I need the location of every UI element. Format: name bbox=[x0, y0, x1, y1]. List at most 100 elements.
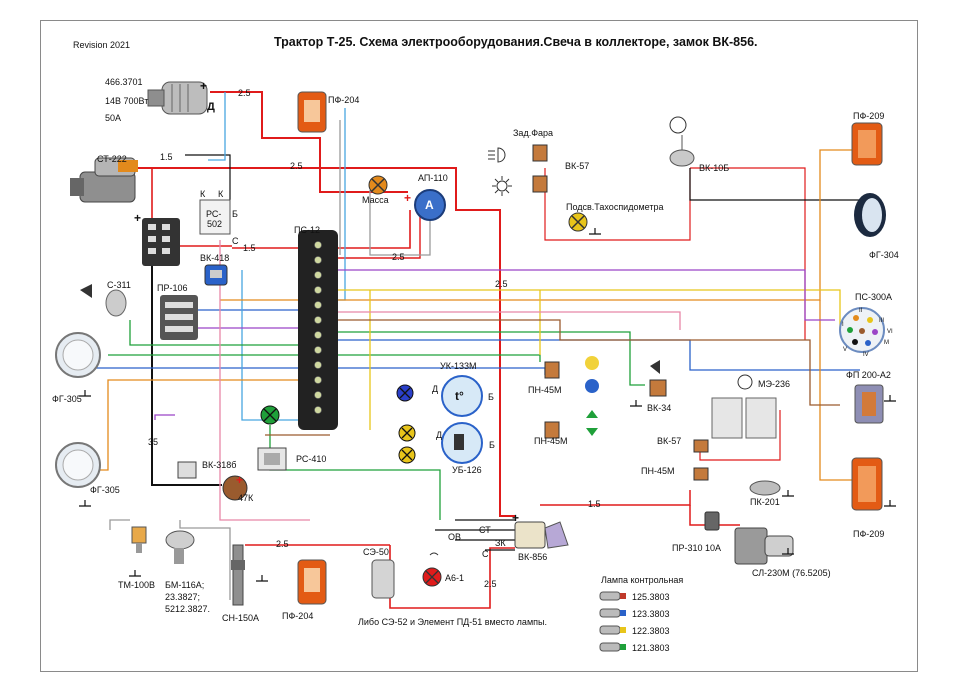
gauge2-b: Б bbox=[489, 440, 495, 450]
pf204-top-lamp bbox=[297, 91, 327, 133]
wire-red-vk856-out bbox=[540, 490, 691, 506]
s311-label: С-311 bbox=[107, 280, 131, 290]
lamp-legend-item: 123.3803 bbox=[632, 609, 670, 619]
uk133m-label: УК-133М bbox=[440, 361, 477, 371]
vk856-c-term: С bbox=[482, 549, 489, 559]
pf204-bottom-lamp bbox=[297, 559, 327, 605]
wire-lb-3 bbox=[241, 270, 300, 421]
gauge1-d: Д bbox=[432, 384, 439, 394]
wire-lb-1 bbox=[208, 92, 226, 161]
ub126-label: УБ-126 bbox=[452, 465, 482, 475]
massa-lamp bbox=[368, 175, 388, 195]
ps300-ii: II bbox=[859, 308, 863, 314]
gauge2-d: Д bbox=[436, 430, 443, 440]
pn45m-3-label: ПН-45М bbox=[641, 466, 675, 476]
rs502-box bbox=[199, 199, 231, 235]
temp-gauge bbox=[441, 375, 483, 417]
pf209-top-lamp bbox=[851, 122, 883, 166]
wire-orange-1 bbox=[98, 379, 330, 471]
vk856-ov-term: ОВ bbox=[448, 532, 462, 542]
rs502-label-num: 502 bbox=[207, 219, 223, 229]
fan-motors bbox=[711, 374, 777, 439]
wire-red-rs502 bbox=[232, 210, 411, 249]
fp200-label: ФП 200-А2 bbox=[846, 370, 891, 380]
wire-red-right bbox=[690, 167, 806, 340]
k47-label: 47К bbox=[238, 493, 254, 503]
wire-pink-1 bbox=[219, 240, 310, 521]
headlight-bottom bbox=[55, 442, 101, 488]
wire-gray-2 bbox=[369, 190, 431, 256]
ps300-iii: III bbox=[879, 318, 885, 324]
ps12-label: ПС-12 bbox=[294, 225, 320, 235]
rs502-label: РС- bbox=[206, 209, 222, 219]
battery-plus: + bbox=[134, 211, 142, 225]
temp-t-symbol: t° bbox=[455, 389, 464, 403]
revision-label: Revision 2021 bbox=[73, 40, 131, 50]
ps12-block bbox=[298, 230, 338, 430]
pk201-label: ПК-201 bbox=[750, 497, 780, 507]
fp200-lamp bbox=[854, 384, 884, 424]
fg305-bottom-label: ФГ-305 bbox=[90, 485, 120, 495]
lamp-legend-item: 122.3803 bbox=[632, 626, 670, 636]
se52-note: Либо СЭ-52 и Элемент ПД-51 вместо лампы. bbox=[358, 617, 547, 627]
pk201-pump bbox=[749, 480, 781, 496]
wire-label-1-5-b: 1.5 bbox=[243, 243, 256, 253]
wire-purple-2 bbox=[330, 269, 835, 321]
vk10b-switch bbox=[669, 116, 695, 167]
wire-label-2-5-f: 2.5 bbox=[484, 579, 497, 589]
vk34-horn-button bbox=[649, 360, 667, 397]
sl230m-label: СЛ-230М (76.5205) bbox=[752, 568, 831, 578]
wire-red-pr310 bbox=[689, 505, 740, 526]
me236-label: МЭ-236 bbox=[758, 379, 790, 389]
pr310-fuse bbox=[704, 511, 720, 531]
vk418-label: ВК-418 bbox=[200, 253, 230, 263]
battery-block bbox=[142, 218, 180, 266]
rs410-label: РС-410 bbox=[296, 454, 327, 464]
rs502-s-term: С bbox=[232, 236, 239, 246]
fg304-label: ФГ-304 bbox=[869, 250, 899, 260]
vk856-switch bbox=[514, 521, 569, 549]
pf204-bottom-label: ПФ-204 bbox=[282, 611, 314, 621]
wire-orange-2 bbox=[330, 149, 862, 301]
generator-symbol bbox=[147, 81, 208, 115]
ap110-plus: + bbox=[404, 191, 412, 205]
rs410-relay bbox=[257, 447, 287, 471]
wire-brown-1 bbox=[330, 319, 840, 406]
generator-plus: + bbox=[200, 79, 208, 93]
pn45m-1-label: ПН-45М bbox=[528, 385, 562, 395]
vk10b-label: ВК-10Б bbox=[699, 163, 730, 173]
rs502-k2: К bbox=[218, 189, 224, 199]
zad-fara-label: Зад.Фара bbox=[513, 128, 554, 138]
vk57-top-label: ВК-57 bbox=[565, 161, 590, 171]
wire-yellow-1 bbox=[330, 289, 841, 330]
wire-gray-3 bbox=[179, 520, 231, 600]
vk856-st-term: СТ bbox=[479, 525, 491, 535]
fuel-gauge bbox=[441, 422, 483, 464]
ps300a-connector bbox=[839, 307, 885, 353]
ammeter-symbol: А bbox=[425, 198, 434, 212]
ab1-lamp bbox=[422, 552, 442, 587]
wire-black-battery bbox=[151, 265, 222, 486]
wire-red-starter bbox=[130, 167, 515, 517]
sn150a-plug bbox=[231, 544, 245, 606]
wire-green-4 bbox=[269, 425, 441, 520]
generator-spec-label: 14В 700Вт bbox=[105, 96, 149, 106]
ps300-iv: IV bbox=[863, 352, 869, 358]
wire-black-vk10b bbox=[689, 168, 863, 210]
wire-gray-4 bbox=[109, 519, 130, 530]
wire-purple-3 bbox=[154, 414, 175, 420]
pr310-label: ПР-310 10А bbox=[672, 543, 721, 553]
ps300-m: M bbox=[884, 340, 889, 346]
ps300-v: V bbox=[843, 347, 848, 353]
starter-symbol bbox=[70, 157, 138, 203]
bm116a-label-2: 23.3827; bbox=[165, 592, 201, 602]
lamp-legend-bulbs bbox=[599, 591, 626, 652]
ammeter-gauge bbox=[414, 189, 446, 221]
wire-red-gen bbox=[210, 91, 408, 193]
vk34-label: ВК-34 bbox=[647, 403, 672, 413]
pf204-top-label: ПФ-204 bbox=[328, 95, 360, 105]
ps300-i: I bbox=[842, 322, 844, 328]
vk318b-label: ВК-318б bbox=[202, 460, 237, 470]
massa-label: Масса bbox=[362, 195, 389, 205]
wire-label-1-5-c: 1.5 bbox=[588, 499, 601, 509]
